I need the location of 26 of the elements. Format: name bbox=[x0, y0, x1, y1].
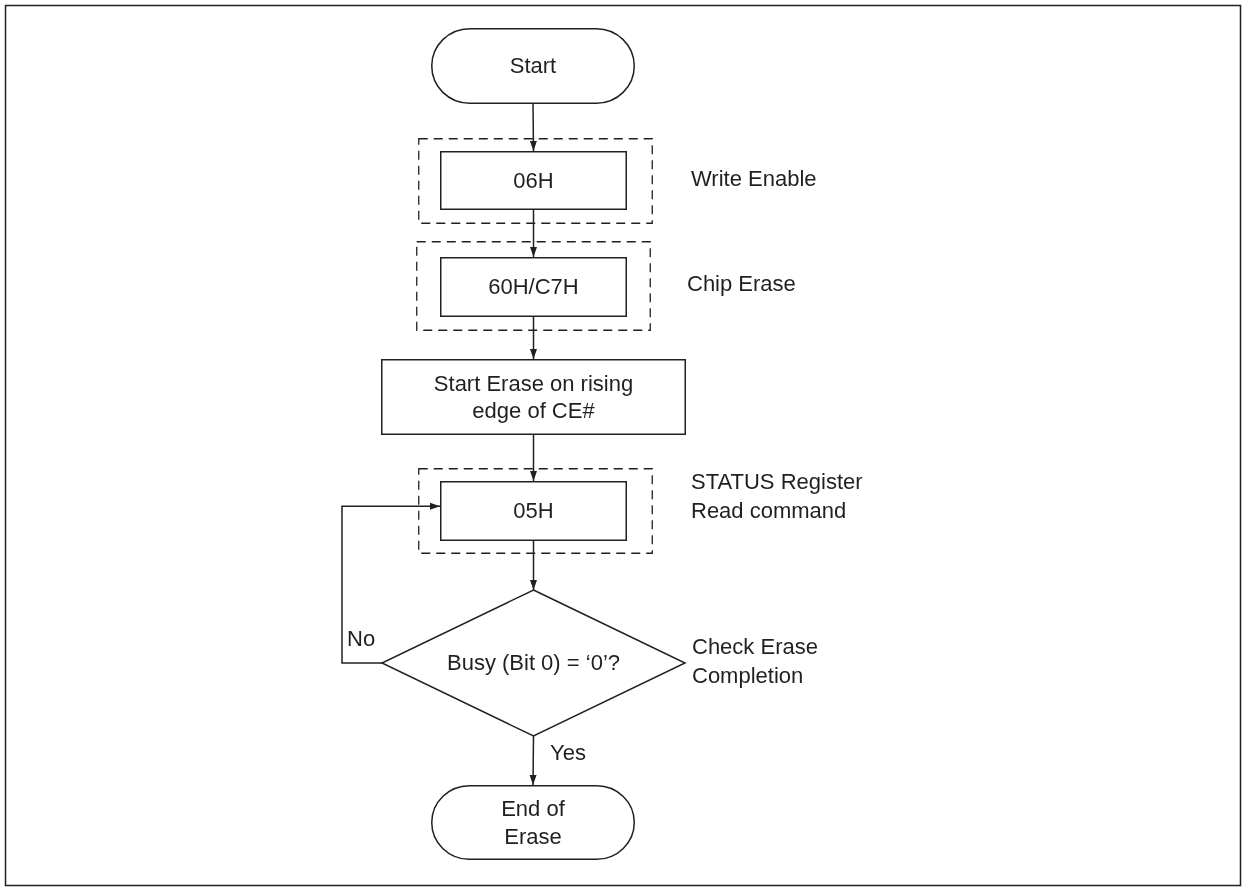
process-box bbox=[440, 151, 627, 210]
terminal-text: End of Erase bbox=[500, 795, 566, 850]
decision-diamond bbox=[382, 590, 685, 736]
process-box bbox=[440, 257, 627, 317]
arrow bbox=[530, 209, 537, 258]
process-box bbox=[440, 481, 627, 541]
arrow bbox=[341, 502, 441, 664]
step-description: Chip Erase bbox=[687, 270, 796, 298]
process-box bbox=[381, 359, 686, 435]
step-text: 05H bbox=[513, 497, 554, 525]
step-text: 06H bbox=[513, 166, 554, 195]
dashed-group-box bbox=[418, 138, 653, 224]
arrow bbox=[530, 434, 537, 482]
arrow bbox=[530, 540, 537, 591]
dashed-group-box bbox=[418, 468, 653, 554]
terminal-text: Start bbox=[509, 52, 557, 80]
dashed-group-box bbox=[416, 241, 651, 331]
step-text: 60H/C7H bbox=[488, 273, 579, 301]
arrow bbox=[529, 103, 537, 152]
arrow bbox=[530, 316, 537, 360]
step-description: Check Erase Completion bbox=[692, 633, 819, 690]
step-text: Start Erase on rising edge of CE# bbox=[432, 369, 635, 425]
step-description: STATUS Register Read command bbox=[691, 468, 864, 525]
arrow bbox=[529, 735, 537, 786]
decision-text: Busy (Bit 0) = ‘0’? bbox=[447, 649, 620, 677]
step-description: Write Enable bbox=[691, 165, 817, 193]
